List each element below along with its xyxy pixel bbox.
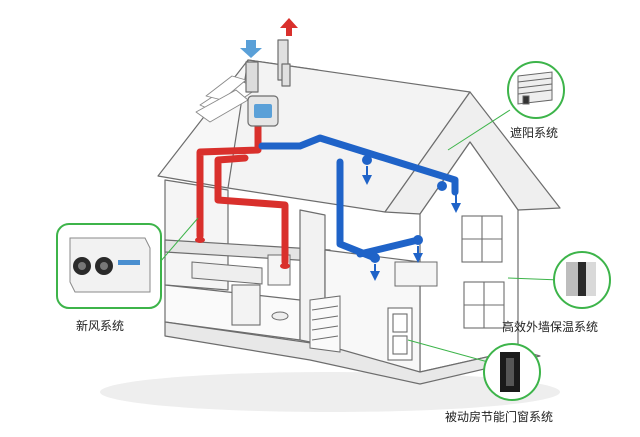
window-frame-icon [500,352,520,392]
intake-arrow [240,40,262,58]
insulation-callout [553,251,611,309]
supply-ducts [196,118,289,266]
airflow-arrows [362,166,461,281]
shading-system-label: 遮阳系统 [510,126,559,140]
supply-duct-left [196,118,262,240]
ventilation-system-label: 新风系统 [76,319,125,333]
wall-insulation-icon [566,262,596,296]
openings [231,215,505,361]
interior-door [231,284,261,326]
window-system-label: 被动房节能门窗系统 [445,410,554,424]
window-hood [394,261,438,287]
hrv-unit [247,95,279,127]
supply-duct-right [214,154,289,266]
ventilation-unit-icon [69,237,151,293]
ground-shadow [100,372,560,412]
shading-blind-icon [517,71,553,105]
exhaust-vents [362,155,447,263]
exhaust-ducts [258,134,459,262]
kitchen-furniture [191,254,438,321]
exhaust-duct-top [258,134,459,196]
exhaust-arrow [280,18,298,36]
supply-vents [195,237,290,269]
insulation-system-label: 高效外墙保温系统 [502,320,599,334]
base-floor [164,321,541,385]
leader-lines [159,109,561,363]
ventilation-callout [56,223,162,309]
windows-callout [483,343,541,401]
staircase [309,295,341,353]
house-structure [157,39,561,385]
intake-pipe [245,61,259,93]
exhaust-duct-low [356,236,422,258]
shading-callout [507,61,565,119]
